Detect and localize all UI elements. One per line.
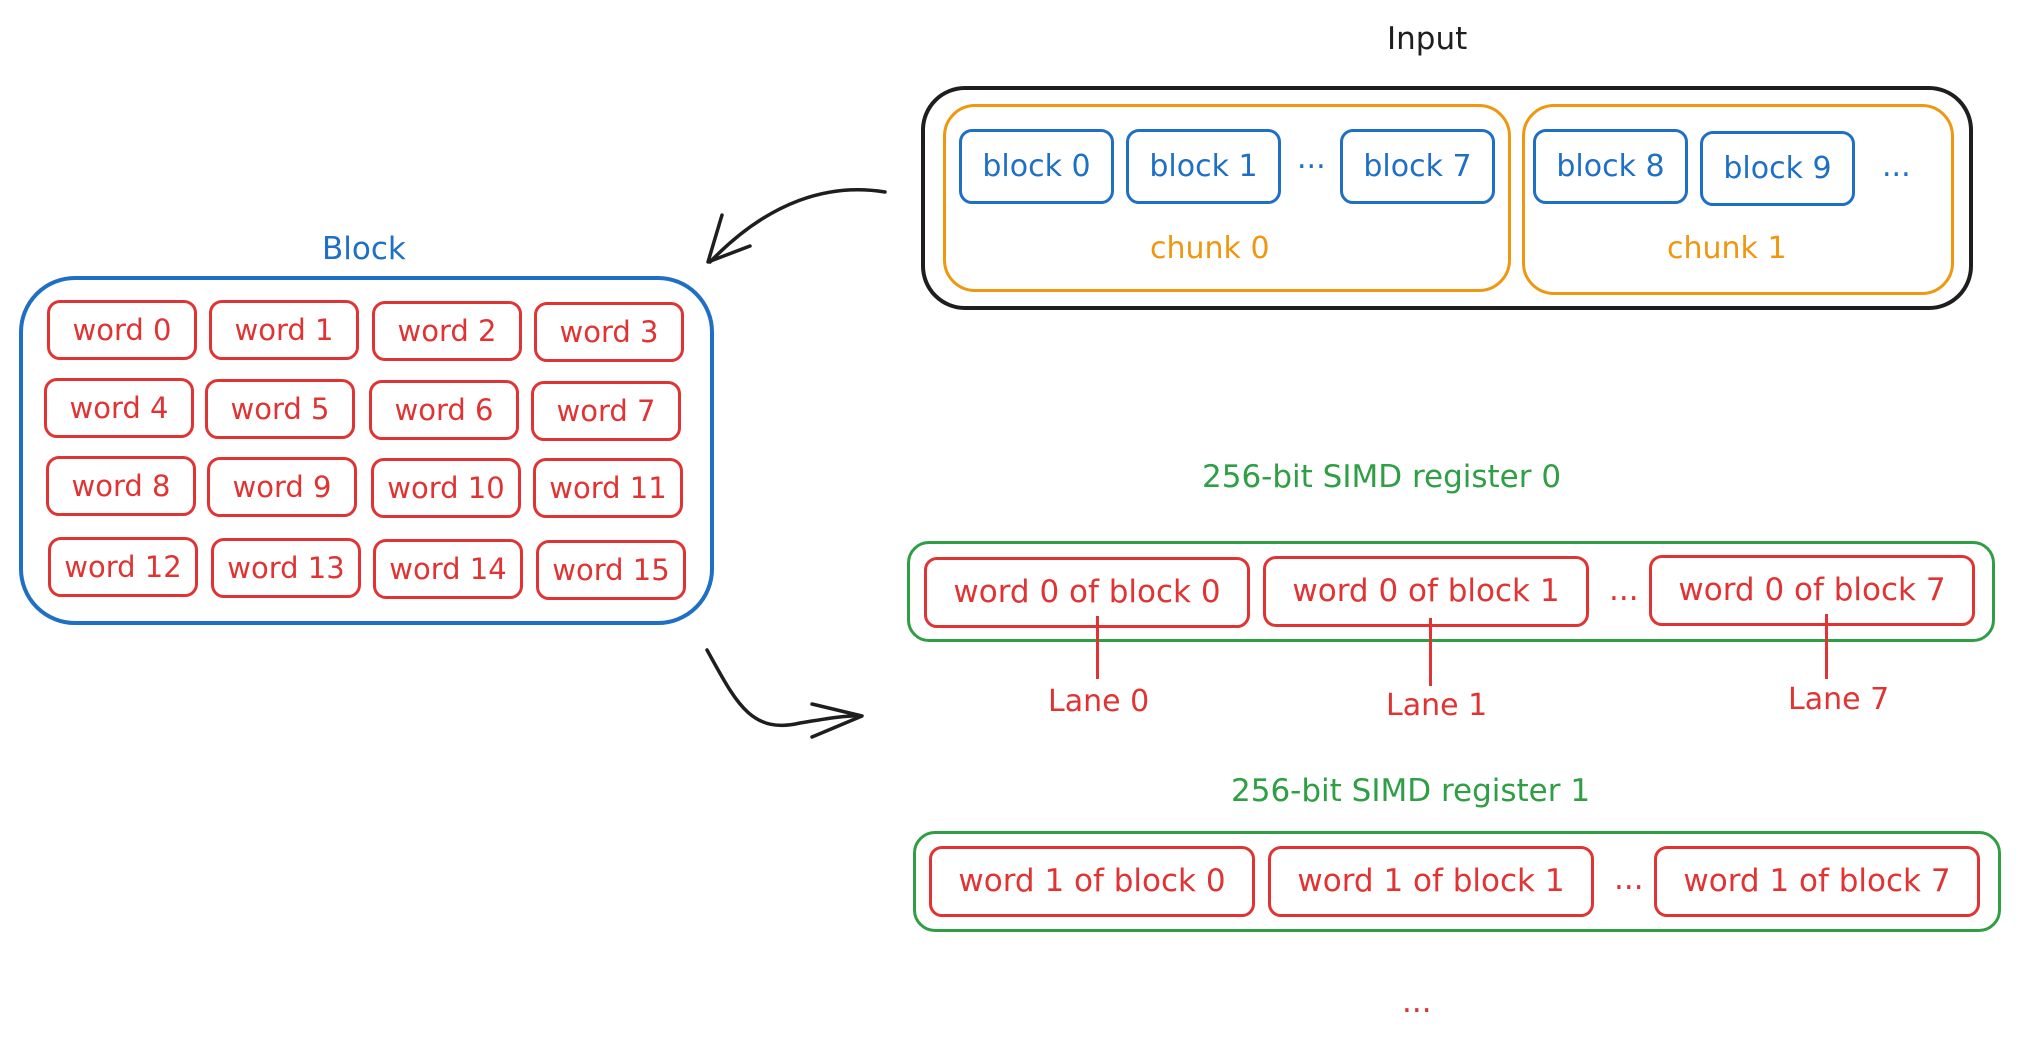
input-block-9: block 9 [1700, 131, 1855, 206]
register-0-lane-word: word 0 of block 1 [1263, 556, 1589, 627]
register-0-lane-word: word 0 of block 7 [1649, 555, 1975, 626]
arrow-block-to-register [705, 648, 862, 728]
block-word: word 4 [44, 378, 194, 438]
chunk-1-label: chunk 1 [1667, 231, 1787, 266]
block-word: word 13 [211, 538, 361, 598]
block-word: word 11 [533, 458, 683, 518]
block-word: word 0 [47, 300, 197, 360]
lane-7-connector [1825, 614, 1828, 679]
arrow-block-to-register-head [810, 702, 864, 739]
block-word: word 12 [48, 537, 198, 597]
block-title: Block [322, 231, 406, 267]
arrow-input-to-block [708, 188, 887, 264]
block-word: word 2 [372, 301, 522, 361]
register-1-lane-word: word 1 of block 7 [1654, 846, 1980, 917]
register-0-title: 256-bit SIMD register 0 [1202, 459, 1562, 495]
chunk-0-ellipsis: ... [1297, 141, 1326, 176]
lane-0-connector [1096, 616, 1099, 679]
block-word: word 10 [371, 458, 521, 518]
input-block-7: block 7 [1340, 129, 1495, 204]
input-block-0: block 0 [959, 129, 1114, 204]
register-0-ellipsis: ... [1609, 572, 1639, 608]
input-title: Input [1387, 21, 1468, 57]
block-word: word 14 [373, 539, 523, 599]
lane-1-connector [1429, 618, 1432, 686]
block-word: word 1 [209, 300, 359, 360]
register-1-lane-word: word 1 of block 1 [1268, 846, 1594, 917]
register-1-lane-word: word 1 of block 0 [929, 846, 1255, 917]
block-word: word 5 [205, 379, 355, 439]
block-word: word 6 [369, 380, 519, 440]
input-block-1: block 1 [1126, 129, 1281, 204]
input-block-8: block 8 [1533, 129, 1688, 204]
chunk-0-label: chunk 0 [1150, 231, 1270, 266]
register-1-title: 256-bit SIMD register 1 [1231, 773, 1591, 809]
arrow-input-to-block-head [706, 213, 752, 264]
lane-0-label: Lane 0 [1048, 684, 1150, 719]
block-word: word 8 [46, 456, 196, 516]
block-word: word 9 [207, 457, 357, 517]
block-word: word 15 [536, 540, 686, 600]
lane-1-label: Lane 1 [1386, 688, 1488, 723]
lane-7-label: Lane 7 [1788, 682, 1890, 717]
register-0-lane-word: word 0 of block 0 [924, 557, 1250, 628]
trailing-ellipsis: ... [1402, 984, 1432, 1020]
block-word: word 3 [534, 302, 684, 362]
chunk-1-ellipsis: ... [1882, 149, 1911, 184]
register-1-ellipsis: ... [1614, 861, 1644, 897]
block-word: word 7 [531, 381, 681, 441]
